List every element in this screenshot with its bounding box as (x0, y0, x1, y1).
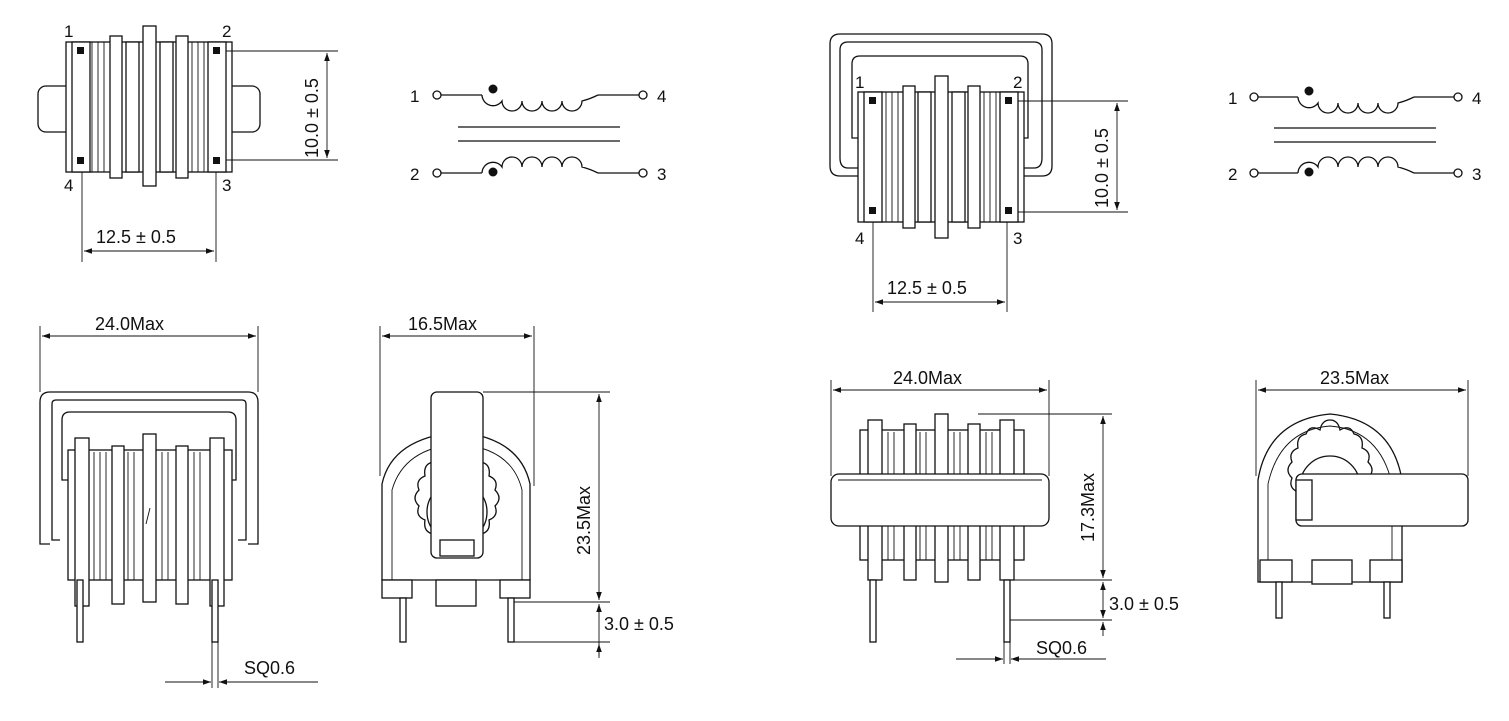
right-dim-width: 24.0Max (893, 368, 962, 388)
right-top-view: 1 2 3 4 10.0 ± 0.5 12.5 ± 0.5 (829, 33, 1128, 312)
right-schematic: 1 4 2 3 (1228, 86, 1481, 184)
left-schematic: 1 4 2 3 (410, 84, 666, 184)
right-front-view: 24.0Max 17.3Max 3.0 ± 0.5 (830, 368, 1179, 664)
left-pin-1: 1 (64, 22, 73, 41)
right-dim-pin: SQ0.6 (1036, 638, 1087, 658)
left-dim-width: 24.0Max (95, 314, 164, 334)
left-dim-height: 10.0 ± 0.5 (302, 78, 322, 158)
left-dim-pitch: 12.5 ± 0.5 (96, 227, 176, 247)
left-schem-1: 1 (410, 87, 419, 106)
left-dim-tall: 23.5Max (574, 486, 594, 555)
right-dim-depth: 23.5Max (1320, 368, 1389, 388)
right-pin-4: 4 (855, 229, 864, 248)
right-pin-2: 2 (1013, 73, 1022, 92)
left-pin-4: 4 (64, 176, 73, 195)
right-schem-1: 1 (1228, 89, 1237, 108)
right-dim-height: 10.0 ± 0.5 (1092, 128, 1112, 208)
right-pin-1: 1 (855, 73, 864, 92)
right-side-view: 23.5Max (1255, 368, 1469, 619)
left-pin-2: 2 (222, 22, 231, 41)
left-dim-standoff: 3.0 ± 0.5 (604, 614, 674, 634)
right-dim-pitch: 12.5 ± 0.5 (887, 278, 967, 298)
left-dim-pin: SQ0.6 (244, 658, 295, 678)
left-side-view: 16.5Max 23.5Max 3.0 ± 0.5 (379, 314, 674, 658)
left-top-view: 1 2 3 4 10.0 ± 0.5 12.5 ± 0.5 (37, 22, 338, 262)
right-dim-standoff: 3.0 ± 0.5 (1109, 594, 1179, 614)
left-front-view: 24.0Max SQ0.6 (39, 314, 318, 688)
left-schem-3: 3 (657, 165, 666, 184)
right-schem-2: 2 (1228, 165, 1237, 184)
right-schem-4: 4 (1472, 89, 1481, 108)
left-dim-depth: 16.5Max (408, 314, 477, 334)
left-schem-2: 2 (410, 165, 419, 184)
left-schem-4: 4 (657, 87, 666, 106)
right-schem-3: 3 (1472, 165, 1481, 184)
right-pin-3: 3 (1013, 229, 1022, 248)
right-dim-tall: 17.3Max (1078, 473, 1098, 542)
left-pin-3: 3 (222, 176, 231, 195)
